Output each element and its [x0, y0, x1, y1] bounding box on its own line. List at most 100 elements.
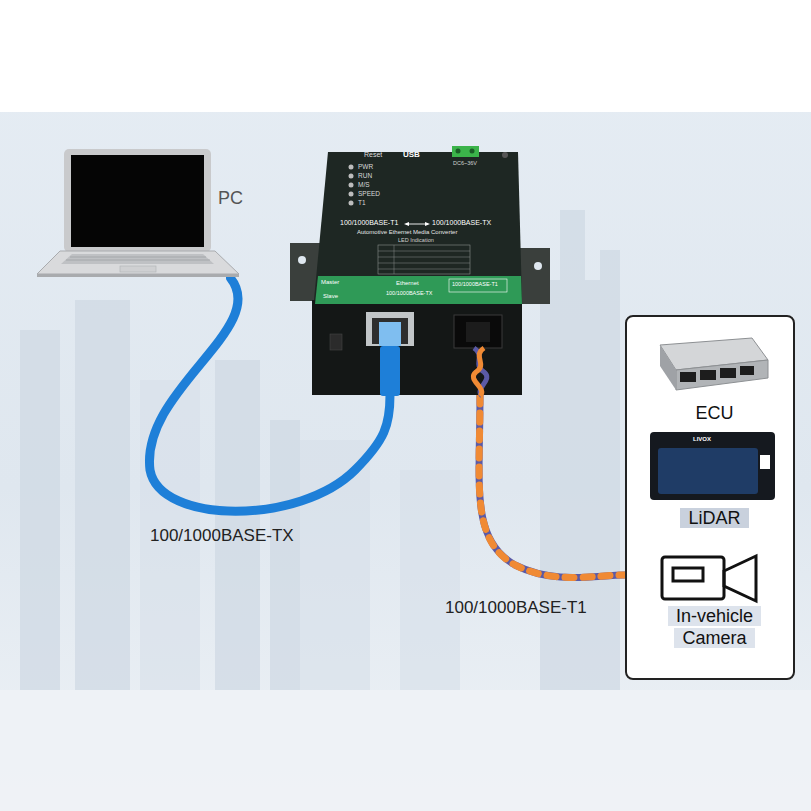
bottom-band [0, 690, 811, 811]
device-label: Slave [323, 293, 338, 299]
device-label-wrap: M/S [358, 181, 370, 189]
drawing-part [658, 448, 758, 494]
drawing-part [406, 224, 428, 225]
drawing-part [466, 322, 490, 342]
device-label-wrap: Reset [364, 151, 382, 159]
converter-node: 100/1000BASE-T1 100/1000BASE-TX Automotive… [305, 148, 525, 395]
node-text-wrap: 100/1000BASE-T1 [340, 219, 398, 227]
device-node: In-vehicle Camera [652, 543, 777, 671]
device-label: USB [403, 150, 420, 159]
drawing-part [720, 368, 736, 378]
device-label-wrap: PWR [358, 163, 373, 171]
drawing-part [349, 192, 354, 197]
device-label: SPEED [358, 190, 380, 197]
drawing-part [662, 557, 724, 599]
device-label: DC6~36V [453, 160, 477, 166]
city-silhouette-far [140, 380, 460, 690]
drawing-part [349, 165, 354, 170]
drawing-part [454, 315, 502, 348]
device-node: PC [40, 148, 247, 278]
drawing-part [394, 245, 395, 274]
drawing-part [456, 149, 461, 154]
device-label: Ethernet [396, 280, 419, 286]
drawing-part [312, 300, 522, 395]
device-label: 100/1000BASE-T1 [452, 281, 498, 287]
drawing-part [740, 366, 754, 375]
node-text: Automotive Ethernet Media Converter [357, 229, 457, 235]
panel-fill [625, 315, 795, 680]
cable-label-wrap: 100/1000BASE-TX [150, 526, 294, 546]
node-text-wrap: In-vehicle Camera [660, 606, 769, 649]
node-text-wrap: 100/1000BASE-TX [432, 219, 491, 227]
drawing-part [75, 300, 130, 690]
drawing-part [378, 257, 470, 258]
drawing-part [366, 312, 414, 346]
node-text: 100/1000BASE-TX [432, 219, 491, 226]
drawing-part [270, 420, 300, 690]
drawing-part [700, 370, 716, 380]
ecu-image [660, 338, 768, 390]
drawing-part [470, 149, 475, 154]
drawing-part [378, 263, 470, 264]
node-text: LiDAR [680, 508, 748, 528]
drawing-part [20, 330, 60, 690]
drawing-part [349, 174, 354, 179]
device-label: PWR [358, 163, 373, 170]
drawing-part [724, 556, 756, 601]
media-converter [290, 146, 550, 396]
drawing-part [380, 346, 400, 396]
node-text: 100/1000BASE-T1 [340, 219, 398, 226]
drawing-part [37, 274, 239, 277]
drawing-part [534, 262, 542, 270]
drawing-part [474, 348, 487, 396]
drawing-part [66, 260, 210, 261]
drawing-part [349, 201, 354, 206]
drawing-part [349, 183, 354, 188]
device-label: T1 [358, 199, 366, 206]
cable-stroke [479, 395, 625, 578]
cable-label: 100/1000BASE-TX [150, 526, 294, 545]
drawing-part [315, 276, 522, 304]
device-label-wrap: SPEED [358, 190, 380, 198]
drawing-part [680, 372, 696, 382]
drawing-part [71, 155, 204, 247]
drawing-part [120, 266, 156, 272]
node-text-wrap: PC [218, 188, 243, 210]
device-label-wrap: Slave [323, 293, 338, 300]
device-label-wrap: LIVOX [693, 436, 711, 443]
device-label: LED Indication [398, 237, 434, 243]
twisted-pair-cable [479, 395, 625, 578]
node-text: PC [218, 188, 243, 208]
drawing-part [64, 149, 211, 252]
drawing-part [37, 251, 239, 274]
drawing-part [378, 269, 470, 270]
device-label-wrap: DC6~36V [453, 160, 477, 167]
drawing-part [300, 440, 370, 690]
node-text-wrap: LiDAR [647, 508, 782, 530]
device-label-wrap: LED Indication [398, 237, 434, 244]
drawing-part [70, 257, 206, 258]
node-text: ECU [695, 403, 733, 423]
drawing-part [650, 432, 775, 500]
drawing-part [660, 345, 676, 390]
cable-label-wrap: 100/1000BASE-T1 [445, 598, 587, 618]
drawing-part [400, 470, 460, 690]
device-label: Reset [364, 151, 382, 158]
device-panel: ECU LiDAR In-vehicle Camera [625, 315, 795, 680]
drawing-part [452, 146, 479, 157]
device-node: ECU [652, 332, 777, 429]
device-label-wrap: RUN [358, 172, 372, 180]
node-text: In-vehicle Camera [668, 606, 761, 648]
lidar-image [650, 432, 775, 500]
device-label: Master [321, 279, 339, 285]
drawing-part [600, 250, 620, 690]
laptop-icon [37, 149, 239, 277]
drawing-part [760, 455, 770, 469]
drawing-part [425, 222, 430, 226]
drawing-part [540, 280, 600, 690]
city-silhouette [20, 210, 620, 690]
